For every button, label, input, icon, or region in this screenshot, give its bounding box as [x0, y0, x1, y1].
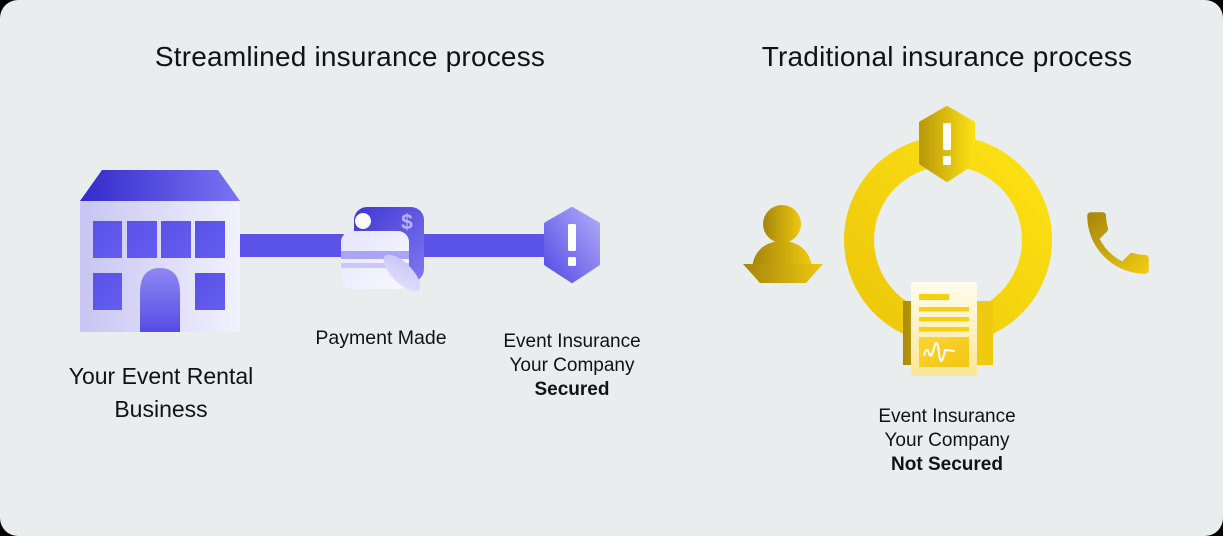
- secured-insurance-label: Event Insurance Your Company Secured: [472, 330, 672, 402]
- not-secured-insurance-label: Event Insurance Your Company Not Secured: [847, 405, 1047, 477]
- document-contract-icon: [902, 280, 994, 378]
- secured-line-1: Event Insurance: [503, 331, 641, 352]
- left-section-title: Streamlined insurance process: [154, 41, 546, 72]
- payment-made-label: Payment Made: [315, 327, 447, 349]
- person-agent-icon: [743, 200, 825, 285]
- signature-squiggle: [923, 342, 955, 362]
- building-icon: [80, 170, 240, 332]
- shield-alert-icon-warning: [914, 106, 980, 182]
- dollar-sign: $: [401, 211, 413, 234]
- secured-line-2: Your Company: [509, 355, 635, 376]
- right-section-title: Traditional insurance process: [761, 41, 1133, 72]
- not-secured-line-2: Your Company: [884, 430, 1010, 451]
- not-secured-line-3: Not Secured: [891, 454, 1003, 475]
- card-dot: [355, 213, 371, 229]
- click-hand-shape: [383, 254, 421, 292]
- credit-card-payment-icon: $: [341, 204, 427, 296]
- not-secured-line-1: Event Insurance: [878, 406, 1016, 427]
- phone-icon: [1077, 202, 1159, 284]
- secured-line-3: Secured: [534, 379, 610, 400]
- shield-alert-icon-secured: [539, 207, 605, 283]
- business-label: Your Event Rental Business: [68, 363, 254, 422]
